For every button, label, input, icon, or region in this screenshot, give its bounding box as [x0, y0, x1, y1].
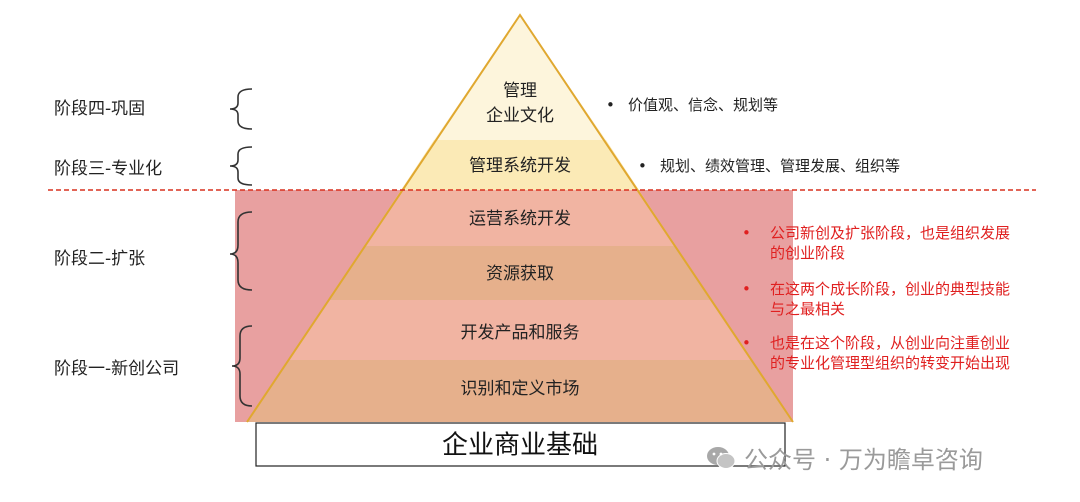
wechat-icon: [707, 446, 736, 469]
brace-stage1: [231, 325, 253, 407]
pyramid-outline: [246, 13, 794, 423]
top-line2: 企业文化: [486, 106, 554, 126]
watermark: 公众号 · 万为瞻卓咨询: [706, 440, 983, 475]
layer-ops-system: [364, 190, 676, 246]
red-bullet-dot: •: [742, 334, 751, 352]
base-box: [255, 422, 786, 467]
base-label: 企业商业基础: [442, 431, 598, 461]
bullet-mgmt-text: 规划、绩效管理、管理发展、组织等: [660, 157, 901, 175]
red-bullet-2-line1: 在这两个成长阶段，创业的典型技能: [770, 280, 1011, 298]
level-market: 识别和定义市场: [461, 379, 580, 399]
bullet-top: • 价值观、信念、规划等: [606, 94, 778, 115]
bullet-top-text: 价值观、信念、规划等: [628, 96, 779, 114]
layer-resource: [328, 246, 712, 300]
level-ops-system: 运营系统开发: [469, 209, 571, 229]
layer-market: [247, 360, 793, 422]
layer-top: [434, 15, 606, 140]
level-product: 开发产品和服务: [461, 323, 580, 343]
brace-stage3: [229, 146, 253, 186]
red-bullet-3-line1: 也是在这个阶段，从创业向注重创业: [770, 334, 1011, 352]
level-resource: 资源获取: [486, 264, 554, 284]
red-bullet-3-line2: 的专业化管理型组织的转变开始出现: [770, 354, 1011, 372]
brace-stage4: [229, 88, 253, 130]
red-bullet-2: • 在这两个成长阶段，创业的典型技能 与之最相关: [742, 279, 1070, 319]
red-bullet-3: • 也是在这个阶段，从创业向注重创业 的专业化管理型组织的转变开始出现: [742, 333, 1070, 373]
stage-label-3: 阶段三-专业化: [54, 159, 163, 179]
top-line1: 管理: [503, 81, 537, 101]
bullet-dot: •: [606, 96, 615, 114]
red-bullet-1-line2: 的创业阶段: [770, 244, 846, 262]
bullet-dot: •: [638, 157, 647, 175]
stage-label-2: 阶段二-扩张: [54, 249, 146, 269]
bullet-mgmt: • 规划、绩效管理、管理发展、组织等: [638, 155, 900, 176]
layer-mgmt-system: [401, 140, 639, 190]
stage-label-4: 阶段四-巩固: [54, 99, 146, 119]
red-bullet-dot: •: [742, 280, 751, 298]
layer-product: [288, 300, 752, 360]
brace-stage2: [229, 211, 253, 291]
red-bullet-1-line1: 公司新创及扩张阶段，也是组织发展: [770, 224, 1011, 242]
red-bullet-1: • 公司新创及扩张阶段，也是组织发展 的创业阶段: [742, 223, 1070, 263]
level-mgmt-system: 管理系统开发: [469, 156, 571, 176]
red-bullet-2-line2: 与之最相关: [770, 300, 846, 318]
stage-label-1: 阶段一-新创公司: [54, 359, 180, 379]
watermark-text: 公众号 · 万为瞻卓咨询: [744, 446, 983, 474]
red-bullet-dot: •: [742, 224, 751, 242]
